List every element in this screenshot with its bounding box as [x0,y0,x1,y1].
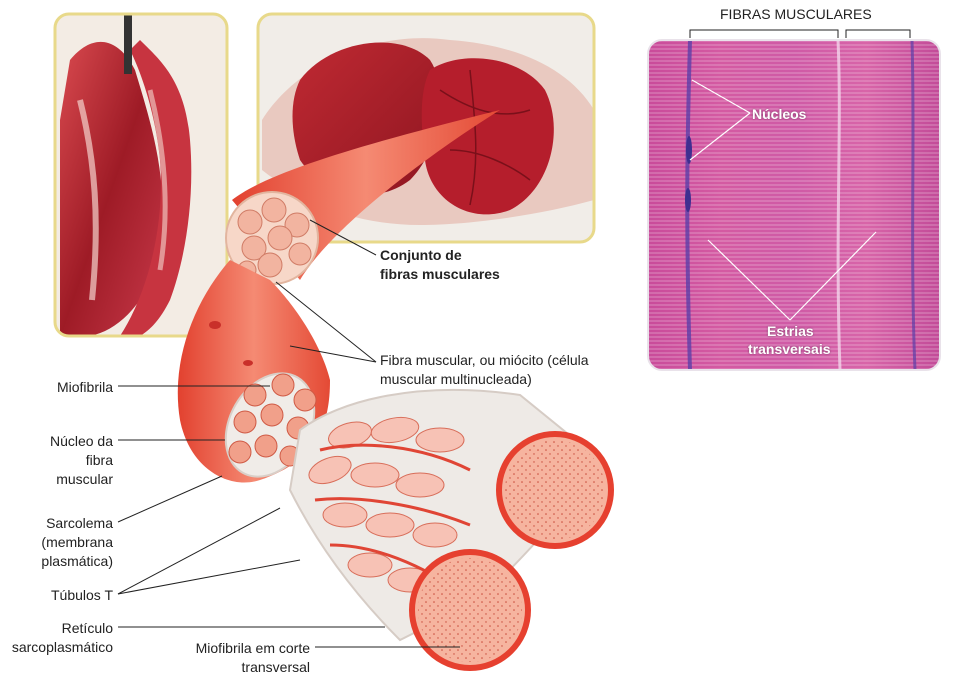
carcass-photo [55,14,227,336]
fibra-label-line2: muscular multinucleada) [380,371,532,387]
miofibrila-label: Miofibrila [56,379,113,395]
myofibril-cross-sections [409,431,614,671]
bracket-right [845,29,911,38]
conjunto-label-line2: fibras musculares [380,266,500,282]
nucleos-label: Núcleos [752,106,807,122]
miofibrila-corte-label-line1: Miofibrila em corte [195,640,310,656]
nucleo-label-line2: fibra [85,452,113,468]
miofibrila-corte-label-line2: transversal [241,659,310,675]
sarcolema-label-line2: (membrana [41,534,113,550]
reticulo-label-line2: sarcoplasmático [11,639,113,655]
reticulo-label-line1: Retículo [61,620,113,636]
cut-meat-frame [256,12,596,244]
leader-lines [117,219,460,648]
carcass-frame [53,12,229,338]
bracket-left [689,29,839,38]
nucleo-label-line1: Núcleo da [49,433,113,449]
estrias-label-line2: transversais [748,341,831,357]
nucleo-label-line3: muscular [56,471,113,487]
conjunto-label-line1: Conjunto de [380,247,462,263]
sarcolema-label-line3: plasmática) [41,553,113,569]
fibra-label-line1: Fibra muscular, ou miócito (célula [380,352,589,368]
sarcolema-label-line1: Sarcolema [46,515,113,531]
micrograph [648,40,940,370]
tubulos-label: Túbulos T [51,587,113,603]
fibras-musculares-heading: FIBRAS MUSCULARES [720,6,872,22]
estrias-label-line1: Estrias [767,323,814,339]
